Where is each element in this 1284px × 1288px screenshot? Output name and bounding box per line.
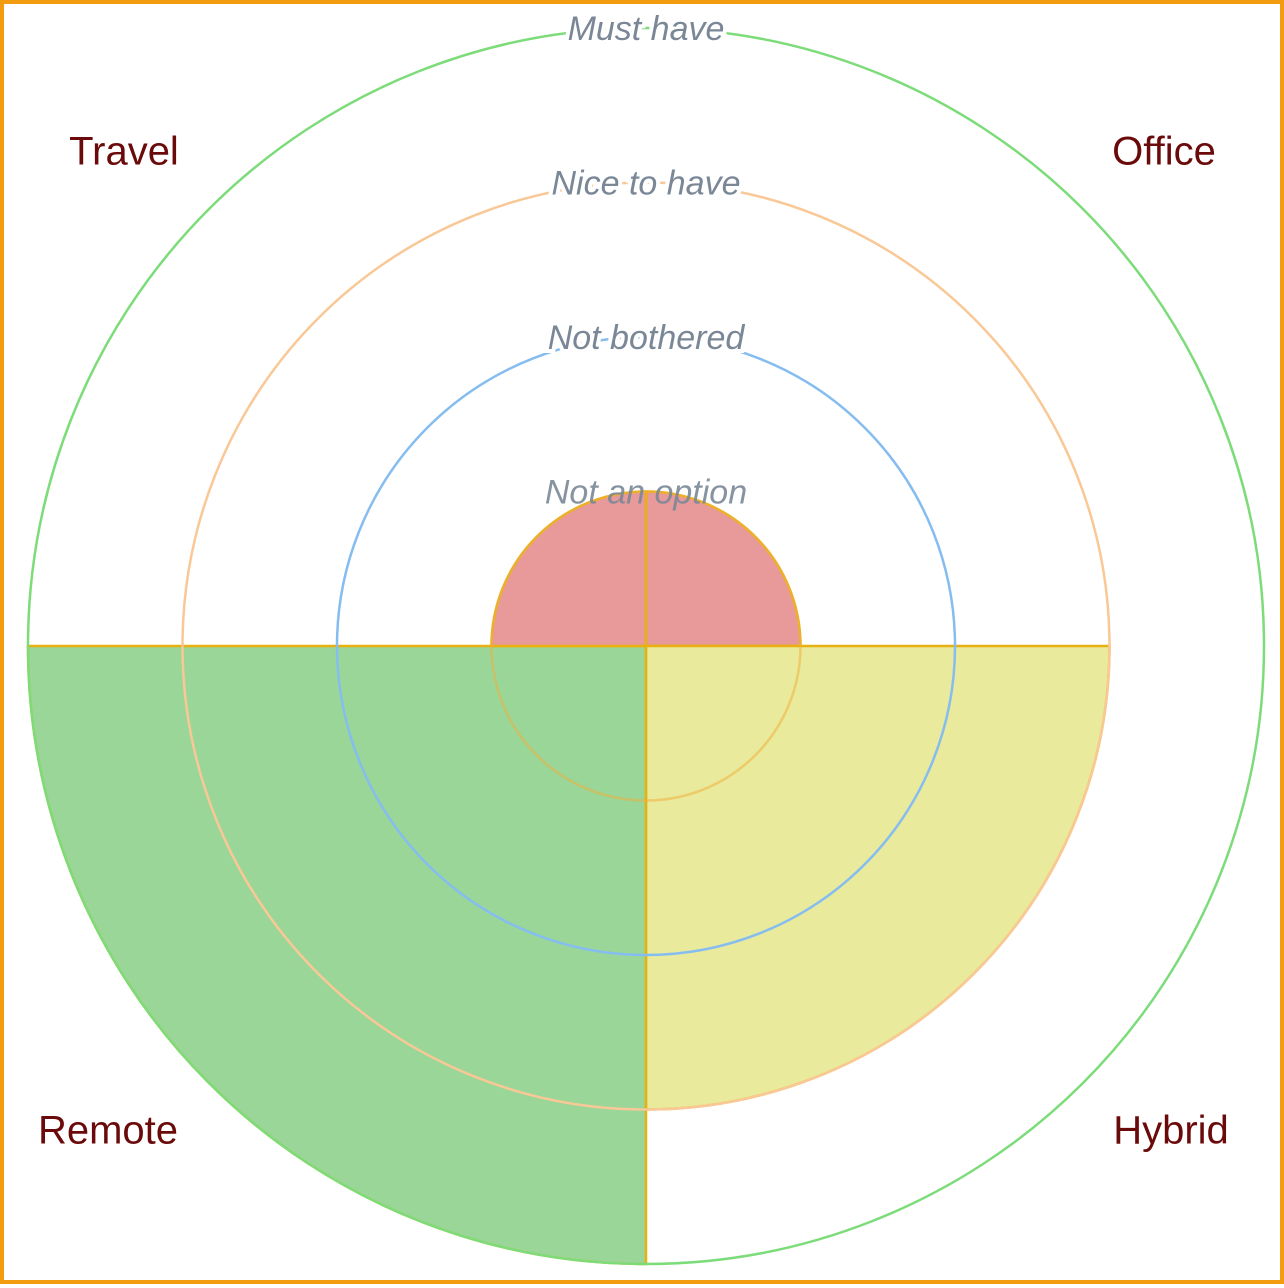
- ring-not-an-option: [490, 490, 802, 802]
- category-label-remote: Remote: [38, 1109, 178, 1153]
- ring-label-not-an-option: Not an option: [545, 474, 747, 512]
- category-label-travel: Travel: [69, 130, 179, 174]
- ring-must-have: [26, 26, 1266, 1266]
- ring-not-bothered: [335, 335, 957, 957]
- category-label-office: Office: [1112, 130, 1216, 174]
- ring-label-layer: Not an option Not bothered Nice to have Mus…: [544, 6, 750, 512]
- wedge-travel: [490, 490, 648, 648]
- wedge-layer: [26, 490, 1111, 1266]
- ring-label-must-have: Must have: [568, 10, 725, 48]
- ring-layer: [26, 26, 1266, 1266]
- polar-area-chart: Not an option Not bothered Nice to have Mus…: [26, 6, 1266, 1266]
- category-label-hybrid: Hybrid: [1113, 1109, 1229, 1153]
- wedge-remote: [26, 644, 648, 1266]
- wedge-hybrid: [644, 644, 1111, 1111]
- wedge-office: [644, 490, 802, 648]
- ring-label-not-bothered: Not bothered: [548, 319, 746, 357]
- ring-label-nice-to-have: Nice to have: [552, 165, 741, 203]
- ring-nice-to-have: [181, 181, 1111, 1111]
